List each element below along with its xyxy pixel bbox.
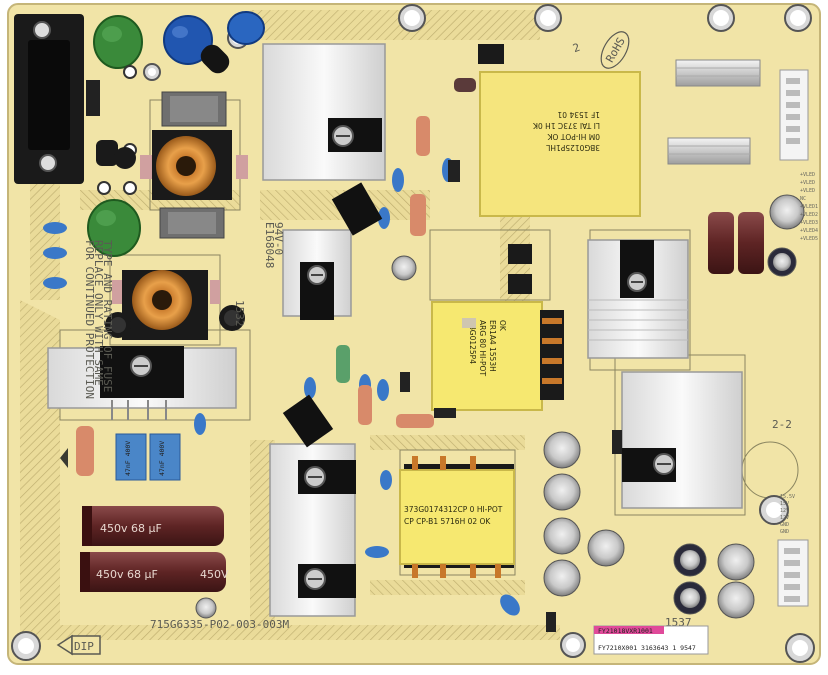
x-capacitor: 47nF 400V bbox=[149, 433, 181, 481]
y-capacitor bbox=[227, 11, 265, 45]
date-code: 1532 bbox=[233, 300, 246, 327]
pin-label: +VLED4 bbox=[800, 228, 818, 234]
toroid-coil bbox=[140, 130, 248, 200]
transformer-label: 3BG0125P4 bbox=[468, 320, 477, 364]
pin-label: +VLED bbox=[800, 188, 815, 194]
x-cap-rating: 47nF 400V bbox=[158, 441, 166, 476]
warning-line: REPLACE ONLY WITH SAME bbox=[92, 240, 105, 386]
heatsink bbox=[262, 43, 386, 181]
mount-hole bbox=[143, 63, 161, 81]
main-transformer: 3BG0125P1HL 0M HI-POT OK LI TAI 373C 1H … bbox=[479, 71, 641, 217]
pin-label: +VLED bbox=[800, 172, 815, 178]
capacitor-rating: 450v 68 µF bbox=[96, 568, 158, 581]
blurred-sticker bbox=[462, 318, 476, 328]
ac-input-connector bbox=[14, 14, 100, 184]
varistor bbox=[93, 15, 143, 69]
pin-label: GND bbox=[780, 529, 789, 535]
mount-hole bbox=[784, 4, 812, 32]
dip-marker: DIP bbox=[56, 634, 101, 656]
barcode-line: FY21018VXR1001 bbox=[598, 627, 653, 635]
mount-hole bbox=[560, 632, 586, 658]
dip-label: DIP bbox=[74, 640, 94, 653]
transformer-label: OK bbox=[498, 320, 507, 332]
heatsink-finned bbox=[587, 239, 689, 359]
pin-label: 15V bbox=[780, 501, 789, 507]
pin-label: 12V bbox=[780, 515, 789, 521]
transformer-label: ARG 80 HI-POT bbox=[478, 320, 487, 376]
marker-triangle bbox=[60, 448, 68, 468]
transformer-label: 0M HI-POT OK bbox=[547, 132, 600, 141]
pin-label: 12V bbox=[780, 508, 789, 514]
pin-label: NC bbox=[800, 196, 806, 202]
heatsink bbox=[282, 229, 352, 320]
capacitor-rating: 450v 68 µF bbox=[100, 522, 162, 535]
mount-hole bbox=[785, 633, 815, 663]
pin-label: +VLED3 bbox=[800, 220, 818, 226]
connector-pin-labels: +VLED +VLED +VLED NC +VLED1 +VLED2 +VLED… bbox=[780, 172, 818, 535]
y-capacitor bbox=[163, 15, 213, 65]
small-cap bbox=[114, 147, 136, 169]
barcode-line: FY7210X001 3163643 1 9547 bbox=[598, 644, 696, 652]
output-connector[interactable] bbox=[779, 69, 809, 161]
board-part-number: 715G6335-P02-003-003M bbox=[150, 618, 289, 631]
cert-line: E168048 bbox=[263, 222, 276, 268]
bulk-capacitor: 450v 68 µF 450V bbox=[80, 552, 229, 592]
barcode-label: FY21018VXR1001 FY7210X001 3163643 1 9547 bbox=[593, 625, 709, 655]
diodes bbox=[400, 160, 622, 632]
mount-hole bbox=[398, 4, 426, 32]
transformer-label: 373G0174312CP 0 HI-POT bbox=[404, 505, 503, 514]
heatsink bbox=[269, 443, 356, 617]
cert-mark: E168048 94V-0 bbox=[263, 222, 285, 268]
power-connector[interactable] bbox=[777, 539, 809, 607]
standby-transformer: 3BG0125P4 ARG 80 HI-POT ER1A4 1553H OK bbox=[431, 301, 564, 411]
cert-line: 94V-0 bbox=[272, 222, 285, 255]
transformer-label: 1F 1534 01 bbox=[557, 110, 600, 119]
transformer-label: ER1A4 1553H bbox=[488, 320, 497, 372]
brown-capacitors bbox=[708, 212, 764, 274]
heatsink-ridged bbox=[675, 59, 761, 87]
transformer-label: 3BG0125P1HL bbox=[545, 143, 600, 152]
power-transistors bbox=[282, 44, 532, 448]
warning-line: TYPE AND RATING OF FUSE bbox=[101, 240, 114, 392]
transformer-label: CP CP-B1 5716H 02 OK bbox=[404, 517, 491, 526]
x-capacitor: 47nF 400V bbox=[115, 433, 147, 481]
mount-hole bbox=[11, 631, 41, 661]
mount-hole bbox=[534, 4, 562, 32]
fuse-warning: FOR CONTINUED PROTECTION REPLACE ONLY WI… bbox=[83, 240, 114, 399]
varistor bbox=[87, 199, 141, 257]
pin-label: +VLED bbox=[800, 180, 815, 186]
pin-label: +VLED1 bbox=[800, 204, 818, 210]
revision-digit: 2 bbox=[571, 41, 582, 55]
heatsink-ridged bbox=[667, 137, 751, 165]
gray-choke bbox=[161, 91, 227, 127]
output-capacitors bbox=[195, 194, 805, 619]
small-cap bbox=[219, 305, 245, 331]
heatsink bbox=[47, 346, 237, 420]
gray-choke bbox=[159, 207, 225, 239]
resistors bbox=[76, 78, 476, 476]
transformer-label: LI TAI 373C 1H 0K bbox=[532, 121, 600, 130]
capacitor-rating: 450V bbox=[200, 568, 229, 581]
heatsink bbox=[621, 371, 743, 509]
pin-label: 15.5V bbox=[780, 494, 795, 500]
pin-label: +VLED2 bbox=[800, 212, 818, 218]
small-components bbox=[96, 44, 230, 195]
mount-hole bbox=[707, 4, 735, 32]
warning-line: FOR CONTINUED PROTECTION bbox=[83, 240, 96, 399]
side-mark: 2-2 bbox=[772, 418, 792, 431]
bulk-capacitor: 450v 68 µF bbox=[82, 506, 224, 546]
pin-label: +VLED5 bbox=[800, 236, 818, 242]
pin-label: GND bbox=[780, 522, 789, 528]
toroid-coil bbox=[112, 270, 220, 340]
mount-hole bbox=[759, 495, 789, 525]
x-cap-rating: 47nF 400V bbox=[124, 441, 132, 476]
output-transformer: 373G0174312CP 0 HI-POT CP CP-B1 5716H 02… bbox=[399, 456, 515, 578]
small-cap bbox=[105, 312, 131, 338]
